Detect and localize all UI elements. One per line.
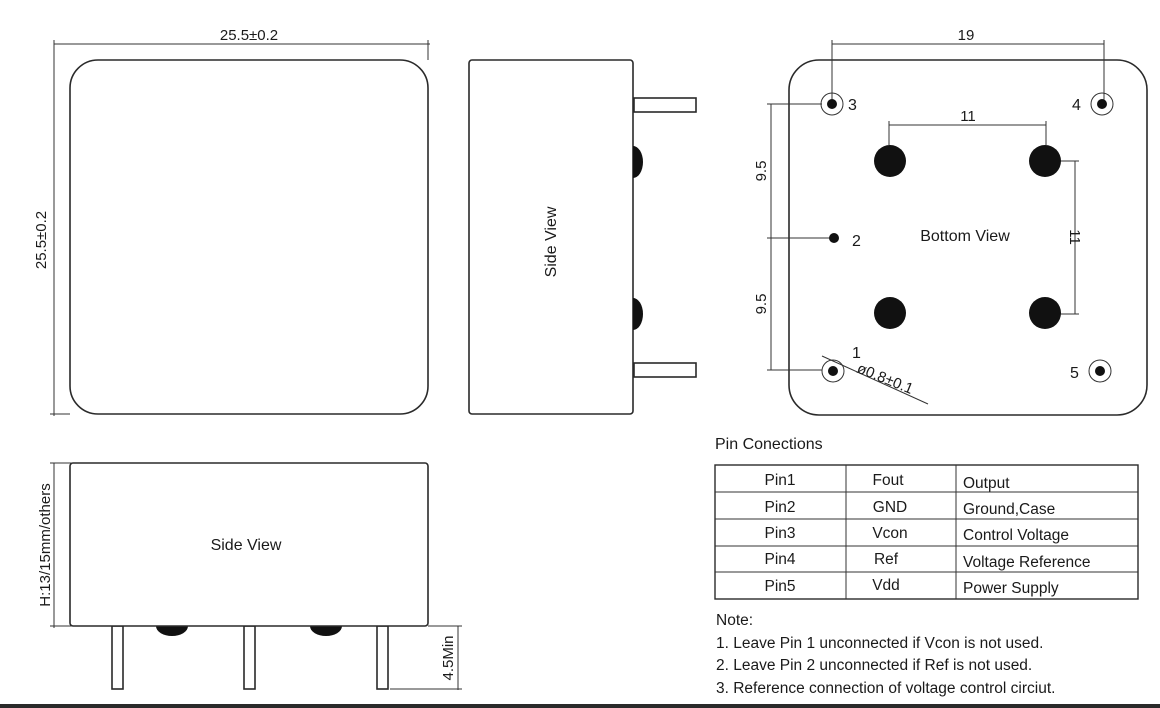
table-cell-function: Control Voltage: [963, 527, 1069, 544]
table-cell-function: Power Supply: [963, 580, 1059, 597]
pin-4-label: 4: [1072, 97, 1081, 114]
side-view-bottom-label: Side View: [211, 537, 282, 554]
pin-3: 3: [820, 92, 857, 116]
pin-3-label: 3: [848, 97, 857, 114]
pin-4: 4: [1072, 92, 1114, 116]
table-cell-signal: GND: [873, 499, 907, 516]
side-pin-top: [633, 97, 697, 113]
pin-table-title: Pin Conections: [715, 436, 823, 453]
pin-1: 1: [821, 345, 861, 383]
bottom-pin-2: [243, 625, 256, 690]
note-item: 2. Leave Pin 2 unconnected if Ref is not…: [716, 657, 1032, 674]
side-view-right-label: Side View: [543, 206, 560, 277]
pad-bottom-left: [874, 297, 906, 329]
table-cell-function: Voltage Reference: [963, 554, 1091, 571]
side-view-bottom: H:13/15mm/others 4.5Min Side View: [37, 462, 462, 690]
pin-length-dim: 4.5Min: [440, 635, 457, 680]
note-item: 3. Reference connection of voltage contr…: [716, 680, 1055, 697]
top-view-height-dim: 25.5±0.2: [33, 211, 50, 269]
bottom-view-label: Bottom View: [920, 228, 1010, 245]
dim-9-5-lower: 9.5: [753, 294, 770, 315]
table-cell-pin: Pin3: [764, 525, 795, 542]
table-cell-pin: Pin4: [764, 551, 795, 568]
top-view: 25.5±0.2 25.5±0.2: [33, 27, 430, 416]
pin-2: 2: [829, 233, 861, 250]
table-cell-signal: Ref: [874, 551, 899, 568]
table-cell-pin: Pin2: [764, 499, 795, 516]
dim-19: 19: [958, 27, 975, 44]
bottom-edge-bar: [0, 704, 1160, 708]
pin-connections: Pin Conections Pin1 Fout Output Pin2 GND…: [714, 436, 1139, 600]
top-view-outline: [69, 59, 429, 415]
side-view-height-dim: H:13/15mm/others: [37, 483, 54, 606]
notes-title: Note:: [716, 612, 753, 629]
table-cell-signal: Vcon: [872, 525, 907, 542]
dim-11-horizontal: 11: [960, 108, 976, 125]
pin-5-label: 5: [1070, 365, 1079, 382]
table-cell-pin: Pin5: [764, 578, 795, 595]
notes: Note: 1. Leave Pin 1 unconnected if Vcon…: [716, 612, 1055, 697]
bottom-pin-3: [376, 625, 389, 690]
pin-2-label: 2: [852, 233, 861, 250]
table-cell-signal: Vdd: [872, 577, 900, 594]
side-pin-bottom: [633, 362, 697, 378]
table-cell-function: Ground,Case: [963, 501, 1055, 518]
note-item: 1. Leave Pin 1 unconnected if Vcon is no…: [716, 635, 1043, 652]
pin-5: 5: [1070, 359, 1112, 383]
bottom-view: 19 11 11 9.5 9.5 3 4: [753, 27, 1148, 416]
pad-bottom-right: [1029, 297, 1061, 329]
side-pad-lower: [633, 298, 643, 330]
bottom-pin-1: [111, 625, 124, 690]
bottom-pad-right: [310, 626, 342, 636]
table-cell-signal: Fout: [872, 472, 904, 489]
dim-9-5-upper: 9.5: [753, 161, 770, 182]
side-pad-upper: [633, 146, 643, 178]
side-view-right-body: [468, 59, 634, 415]
dim-11-vertical: 11: [1066, 229, 1083, 245]
pin-table: Pin1 Fout Output Pin2 GND Ground,Case Pi…: [714, 464, 1139, 600]
side-view-right: Side View: [468, 59, 697, 415]
pad-top-right: [1029, 145, 1061, 177]
table-cell-function: Output: [963, 475, 1010, 492]
bottom-pad-left: [156, 626, 188, 636]
pin-1-label: 1: [852, 345, 861, 362]
top-view-width-dim: 25.5±0.2: [220, 27, 278, 44]
pad-top-left: [874, 145, 906, 177]
table-cell-pin: Pin1: [764, 472, 795, 489]
side-view-bottom-body: [69, 462, 429, 627]
